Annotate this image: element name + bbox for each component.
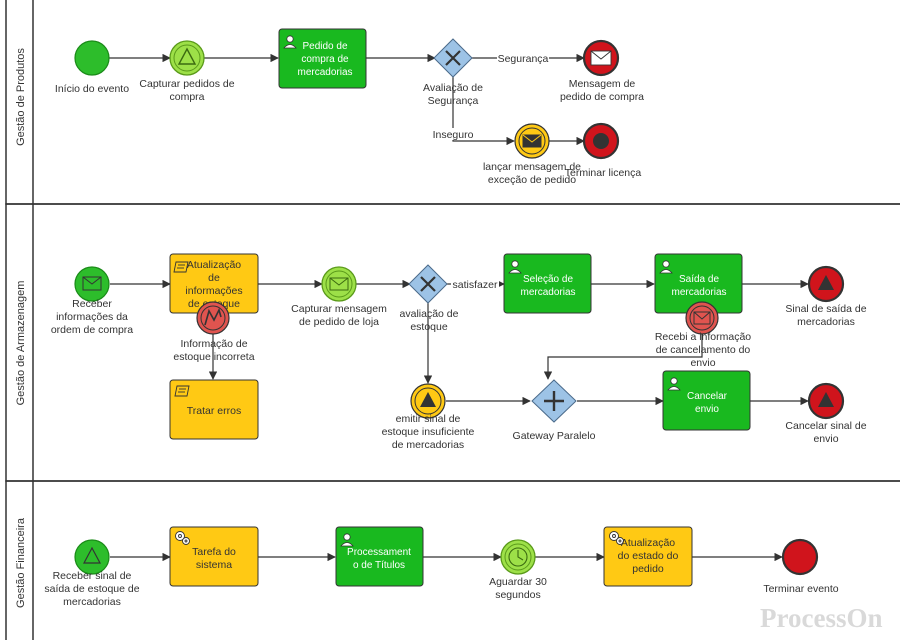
start-event[interactable] <box>74 40 110 76</box>
error-bolt-icon <box>204 307 222 326</box>
order-message-end[interactable] <box>582 39 620 77</box>
script-icon <box>173 261 189 273</box>
parallel-plus-icon <box>544 391 564 411</box>
exclusive-x-icon <box>445 50 461 66</box>
flow-label-satisfy: satisfazer <box>453 279 498 291</box>
exclusive-x-icon <box>420 276 436 292</box>
user-icon <box>667 377 681 391</box>
gear-icon <box>609 531 624 545</box>
flow-gateway-unsafe[interactable] <box>452 77 515 146</box>
parallel-gateway-label: Gateway Paralelo <box>513 430 596 442</box>
triangle-signal-icon <box>177 47 197 65</box>
signal-triangle-icon <box>818 275 834 290</box>
end-event-label: Terminar evento <box>763 583 838 595</box>
flow-label-unsafe: Inseguro <box>433 129 474 141</box>
lanes: Gestão de Produtos Gestão de Armazenagem… <box>5 0 900 640</box>
lane-title-finance: Gestão Financeira <box>15 517 27 608</box>
wait-timer-event[interactable] <box>500 539 536 575</box>
exception-message-event[interactable] <box>514 123 550 159</box>
user-icon <box>283 35 297 49</box>
signal-triangle-icon <box>818 392 834 407</box>
terminate-license-label: Terminar licença <box>565 167 642 179</box>
lane-title-warehouse: Gestão de Armazenagem <box>15 281 27 406</box>
capture-store-event[interactable] <box>321 266 357 302</box>
signal-triangle-icon <box>420 392 436 407</box>
security-gateway[interactable] <box>433 38 473 78</box>
stock-gateway[interactable] <box>408 264 448 304</box>
receive-signal-start[interactable] <box>74 539 110 575</box>
wrong-stock-error-event[interactable] <box>196 301 230 335</box>
cancel-info-event[interactable] <box>685 301 719 335</box>
handle-errors-label: Tratar erros <box>187 405 241 417</box>
signal-triangle-icon <box>83 546 101 564</box>
exit-signal-end[interactable] <box>807 265 845 303</box>
cancel-signal-end[interactable] <box>807 382 845 420</box>
handle-errors-task[interactable]: Tratar erros <box>169 379 259 440</box>
terminate-license-end[interactable] <box>582 122 620 160</box>
lane-title-products: Gestão de Produtos <box>15 48 27 146</box>
parallel-gateway[interactable] <box>531 379 577 423</box>
terminate-icon <box>593 133 609 149</box>
capture-orders-event[interactable] <box>169 40 205 76</box>
watermark: ProcessOn <box>760 603 883 633</box>
clock-icon <box>508 547 528 567</box>
envelope-icon <box>82 276 102 291</box>
end-event[interactable] <box>781 538 819 576</box>
user-icon <box>659 260 673 274</box>
user-icon <box>340 533 354 547</box>
insufficient-signal-event[interactable] <box>410 383 446 419</box>
script-icon <box>174 385 190 397</box>
envelope-icon <box>329 277 349 291</box>
user-icon <box>508 260 522 274</box>
flow-cancelinfo-to-parallel[interactable] <box>543 333 703 380</box>
flow-label-security: Segurança <box>498 53 549 65</box>
lane-finance[interactable] <box>5 480 900 640</box>
start-event-label: Início do evento <box>55 83 129 95</box>
receive-info-event[interactable] <box>74 266 110 302</box>
gear-icon <box>175 531 190 545</box>
envelope-icon <box>693 311 711 325</box>
